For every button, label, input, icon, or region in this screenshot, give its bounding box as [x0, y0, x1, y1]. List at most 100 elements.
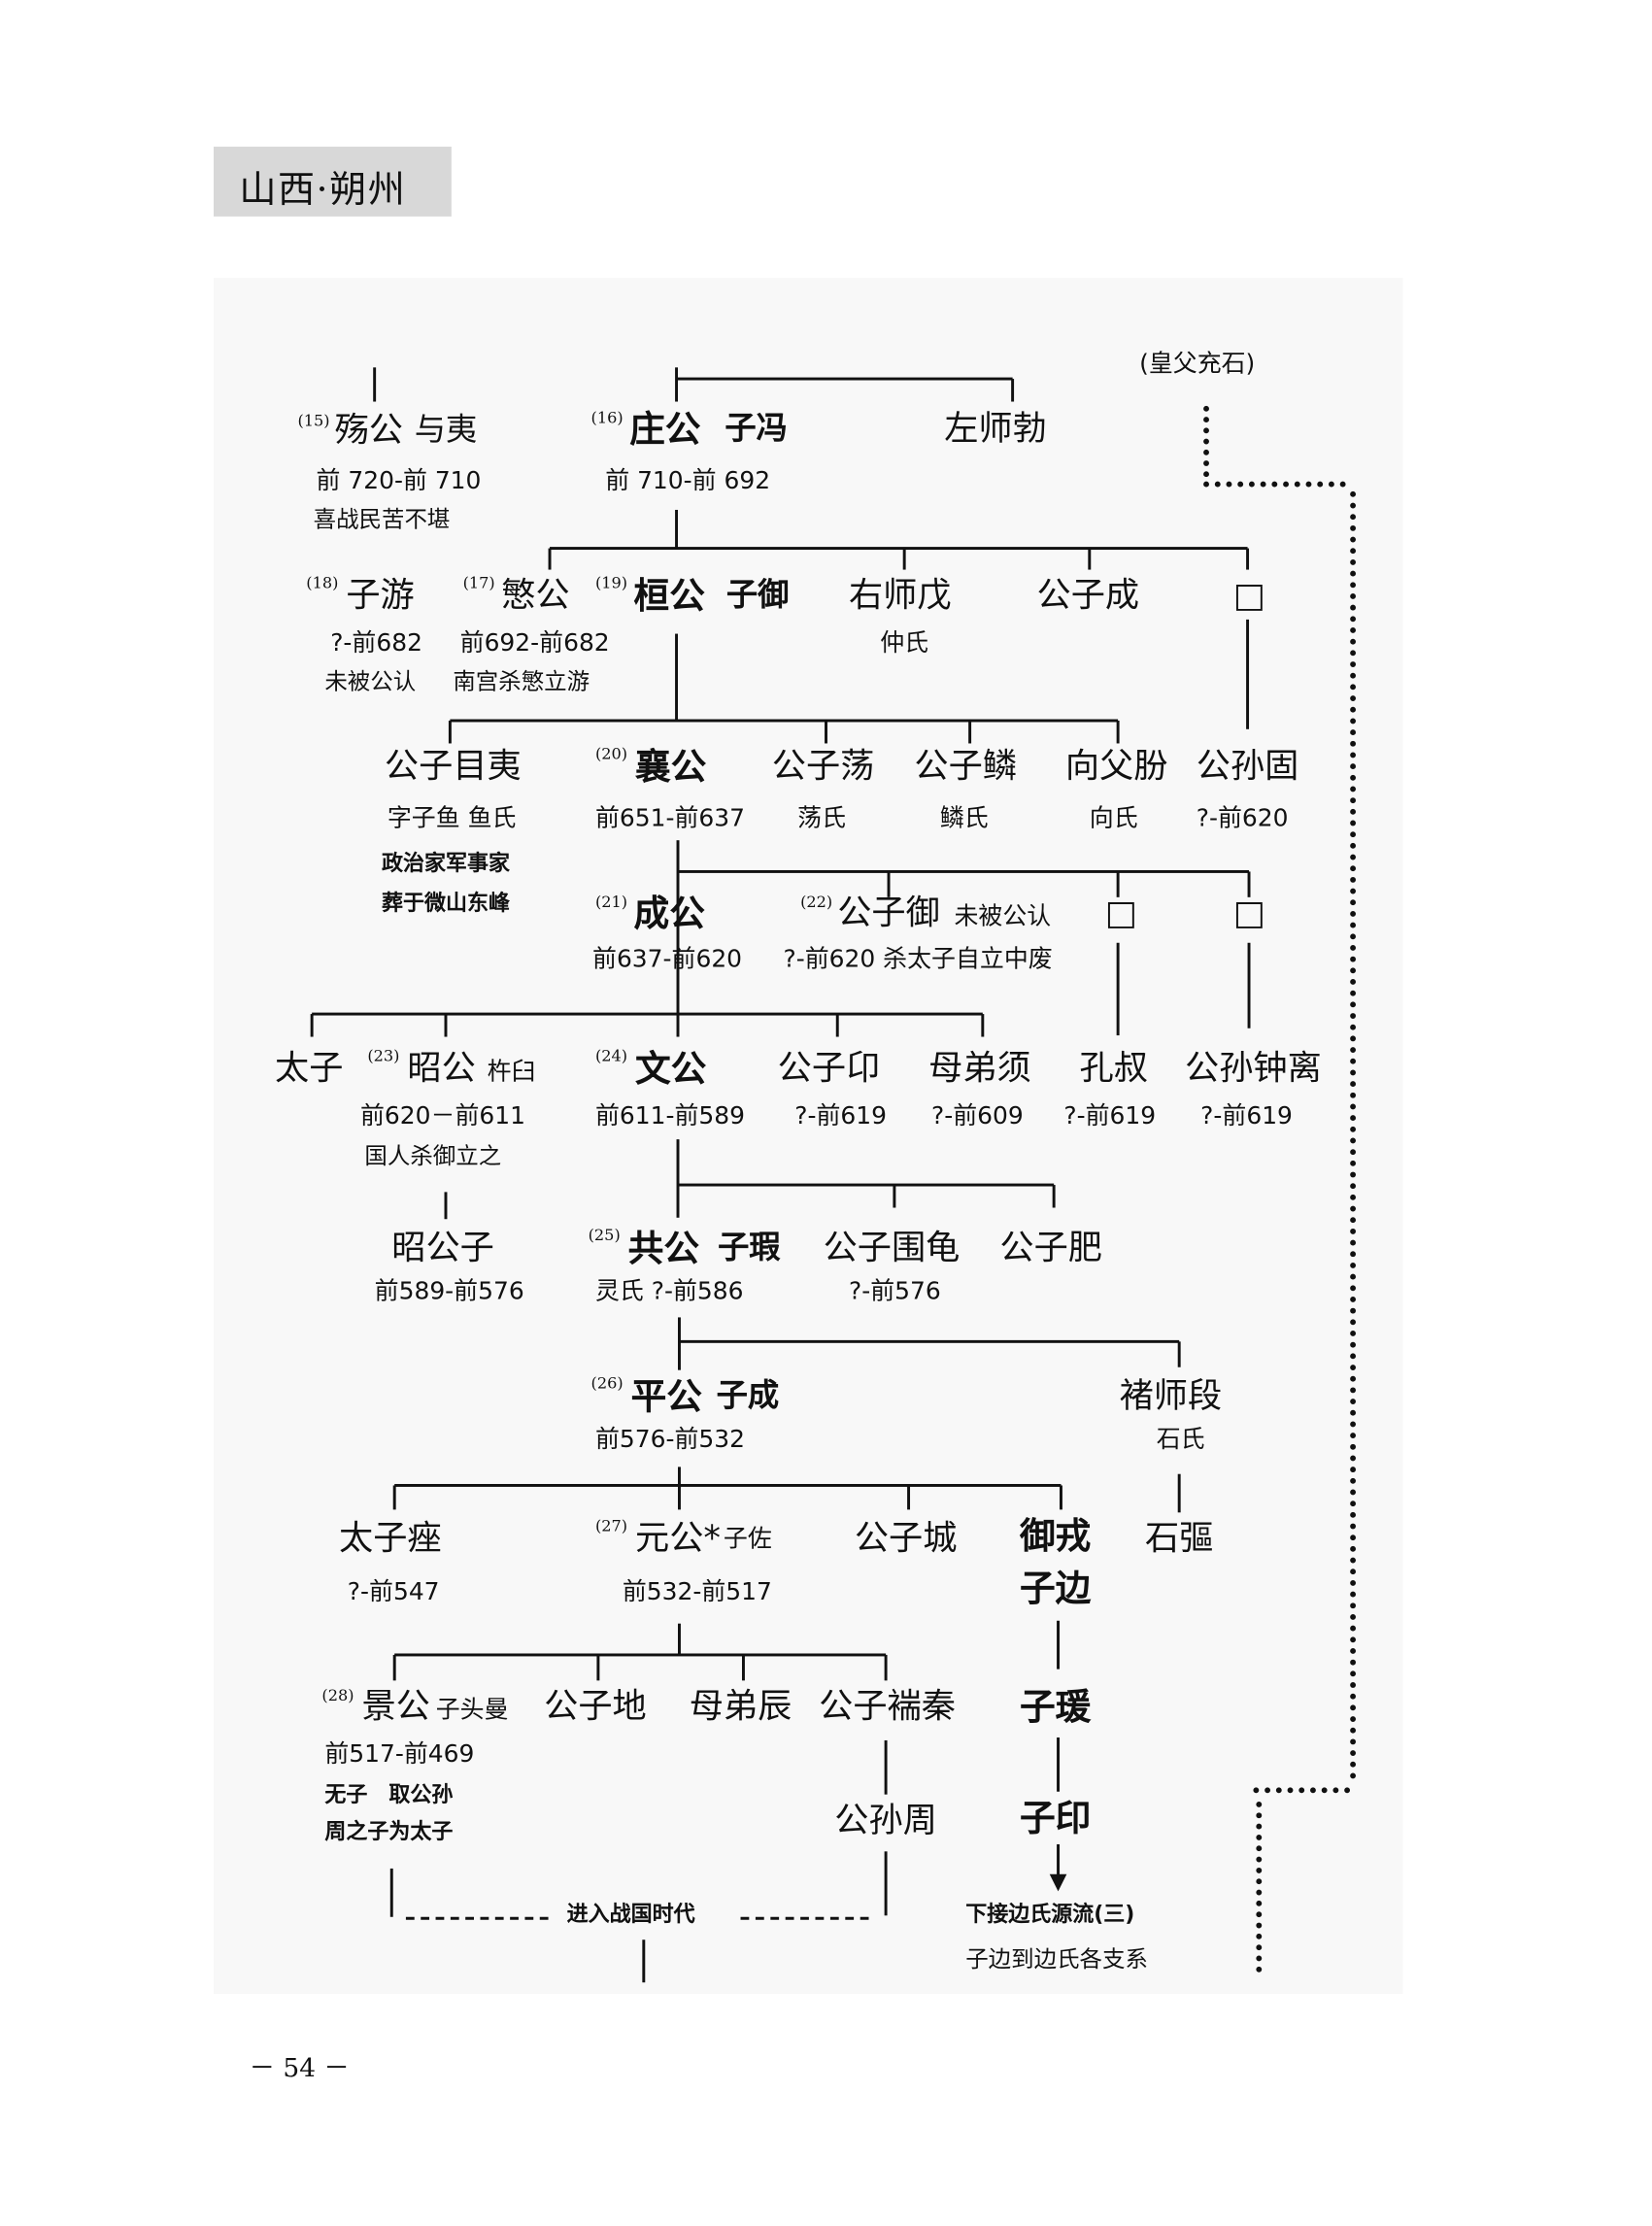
- person-dates: 前 710-前 692: [605, 466, 771, 496]
- connector-vertical: [393, 1654, 396, 1681]
- person-name: 右师戊: [848, 575, 952, 616]
- continuation-line1: 下接边氏源流(三): [965, 1901, 1135, 1928]
- connector-vertical: [1178, 1341, 1181, 1367]
- page-number: － 54 －: [249, 2053, 350, 2084]
- person-dates: 前611-前589: [594, 1101, 745, 1131]
- person-alias: 子佐: [723, 1525, 772, 1554]
- connector-vertical: [885, 1739, 888, 1795]
- person-dates: 石氏: [1156, 1425, 1205, 1455]
- person-name: 公孙周: [834, 1800, 937, 1840]
- connector-vertical: [1247, 871, 1251, 897]
- person-name: 子瑗: [1019, 1686, 1092, 1728]
- person-alias: 子御: [725, 578, 790, 615]
- connector-vertical: [1057, 1843, 1060, 1877]
- person-dates: ?-前619: [794, 1101, 887, 1131]
- connector-horizontal: [312, 1012, 983, 1016]
- person-name: 石彄: [1144, 1518, 1214, 1559]
- person-name: 殇公: [334, 410, 403, 451]
- person-dates: ?-前619: [1063, 1101, 1157, 1131]
- connector-horizontal: [394, 1653, 887, 1657]
- person-dates: 前517-前469: [324, 1739, 475, 1770]
- person-dates: 荡氏: [797, 804, 847, 833]
- person-name: 褚师段: [1119, 1375, 1223, 1416]
- connector-vertical: [1247, 942, 1251, 1029]
- person-name: 公子荡: [771, 746, 875, 787]
- person-name: 庄公: [629, 408, 701, 451]
- connector-vertical: [885, 1851, 888, 1916]
- person-name: 太子: [275, 1048, 344, 1089]
- dashed-era-connector: [740, 1916, 869, 1920]
- person-alias: 与夷: [414, 413, 478, 449]
- person-name: 平公: [630, 1375, 702, 1418]
- person-name: 向父朌: [1064, 746, 1168, 787]
- person-name: 成公: [633, 893, 705, 934]
- person-dates: 向氏: [1089, 804, 1138, 833]
- person-name: 昭公: [407, 1048, 476, 1089]
- person-name: 母弟须: [928, 1048, 1031, 1089]
- connector-horizontal: [450, 719, 1119, 723]
- connector-vertical: [887, 871, 891, 897]
- connector-vertical: [1011, 379, 1014, 402]
- dotted-lineage-connector: [1256, 1801, 1263, 1973]
- connector-vertical: [968, 720, 971, 744]
- generation-number: (28): [321, 1686, 354, 1705]
- section-header: 山西·朔州: [213, 147, 452, 217]
- person-note: 政治家军事家: [381, 850, 510, 876]
- person-name: 公子地: [544, 1686, 647, 1727]
- person-dates: 前576-前532: [594, 1425, 745, 1455]
- person-dates: 前 720-前 710: [316, 466, 482, 496]
- person-dates: 灵氏 ?-前586: [594, 1277, 744, 1306]
- unknown-person-box: □: [1104, 893, 1138, 933]
- connector-vertical: [1088, 548, 1091, 570]
- person-name: 左师勃: [944, 408, 1047, 449]
- person-name: 公孙钟离: [1185, 1048, 1322, 1089]
- connector-vertical: [1117, 871, 1120, 897]
- connector-vertical: [1117, 942, 1120, 1036]
- generation-number: (22): [800, 893, 833, 912]
- connector-vertical: [444, 1014, 448, 1037]
- connector-vertical: [311, 1014, 314, 1037]
- person-name: 公子褍秦: [819, 1686, 956, 1727]
- generation-number: (18): [306, 573, 339, 593]
- person-note: 国人杀御立之: [364, 1142, 502, 1169]
- connector-horizontal: [678, 1183, 1055, 1187]
- person-name: 母弟辰: [689, 1686, 792, 1727]
- person-dates: 前651-前637: [594, 804, 745, 833]
- person-name-line2: 子边: [1019, 1568, 1092, 1610]
- person-note: 南宫杀慜立游: [453, 667, 590, 695]
- person-name: 公子御: [837, 893, 940, 933]
- connector-vertical: [825, 720, 827, 744]
- generation-number: (15): [297, 411, 330, 430]
- connector-vertical: [981, 1014, 984, 1037]
- connector-vertical: [1117, 720, 1120, 744]
- connector-vertical: [675, 633, 678, 721]
- era: 进入战国时代: [566, 1901, 695, 1928]
- connector-vertical: [1060, 1485, 1062, 1510]
- person-name: 公子卬: [777, 1048, 881, 1089]
- person-dates: 前620－前611: [359, 1101, 525, 1131]
- connector-vertical: [676, 1014, 680, 1037]
- connector-vertical: [393, 1485, 396, 1510]
- person-dates: ?-前620 杀太子自立中废: [783, 945, 1053, 975]
- top-note: (皇父充石): [1139, 350, 1256, 380]
- person-dates: 字子鱼 鱼氏: [387, 804, 517, 833]
- connector-vertical: [903, 548, 906, 570]
- person-note: 周之子为太子: [324, 1818, 454, 1844]
- person-alias: 子头曼: [435, 1696, 509, 1725]
- person-alias: 子瑕: [718, 1230, 781, 1266]
- person-alias: 子冯: [725, 411, 788, 448]
- connector-vertical: [678, 1317, 681, 1370]
- person-name: 公孙固: [1196, 746, 1299, 787]
- person-dates: 前637-前620: [592, 945, 743, 975]
- generation-number: (27): [594, 1516, 628, 1535]
- person-name: 公子围龟: [823, 1228, 961, 1268]
- person-name: 公子鳞: [914, 746, 1018, 787]
- dotted-lineage-connector: [1203, 405, 1209, 478]
- connector-vertical: [885, 1654, 888, 1681]
- person-note: 葬于微山东峰: [381, 890, 510, 916]
- person-name: 子游: [346, 575, 415, 616]
- arrow-down-icon: [1049, 1873, 1067, 1892]
- connector-vertical: [907, 1485, 910, 1510]
- person-name: 公子肥: [999, 1228, 1102, 1268]
